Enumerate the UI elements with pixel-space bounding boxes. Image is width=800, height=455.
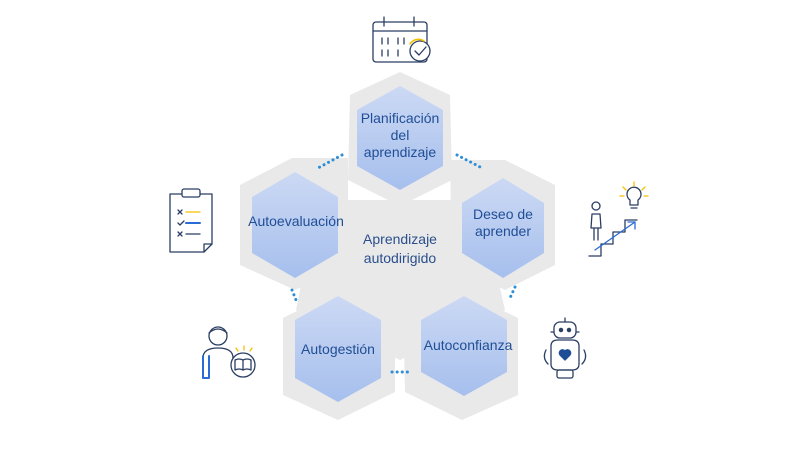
- robot-heart-icon: [543, 317, 587, 379]
- dotted-connectors: [290, 153, 517, 374]
- hexagon-deseo: [462, 178, 544, 278]
- connector-autoevaluacion-autogestion: [290, 288, 298, 302]
- node-label-autoconfianza: Autoconfianza: [423, 336, 513, 353]
- connector-planificacion-deseo: [455, 153, 484, 170]
- connector-planificacion-autoevaluacion: [316, 153, 344, 170]
- node-label-autogestion: Autogestión: [301, 340, 375, 357]
- hexagon-planificacion: [357, 86, 443, 190]
- center-label: Aprendizaje autodirigido: [363, 231, 437, 266]
- clipboard-checklist-icon: [169, 188, 213, 253]
- connector-deseo-autoconfianza: [508, 285, 517, 300]
- hexagon-autoevaluacion: [252, 172, 338, 278]
- node-label-autoevaluacion: Autoevaluación: [248, 212, 344, 229]
- hexagon-autogestion: [295, 296, 381, 402]
- person-reading-icon: [202, 326, 256, 379]
- stairs-lightbulb-icon: [588, 181, 649, 257]
- node-label-planificacion: Planificación del aprendizaje: [360, 109, 440, 160]
- hexagon-autoconfianza: [421, 296, 507, 396]
- calendar-check-icon: [372, 16, 431, 63]
- node-label-deseo: Deseo de aprender: [473, 206, 533, 239]
